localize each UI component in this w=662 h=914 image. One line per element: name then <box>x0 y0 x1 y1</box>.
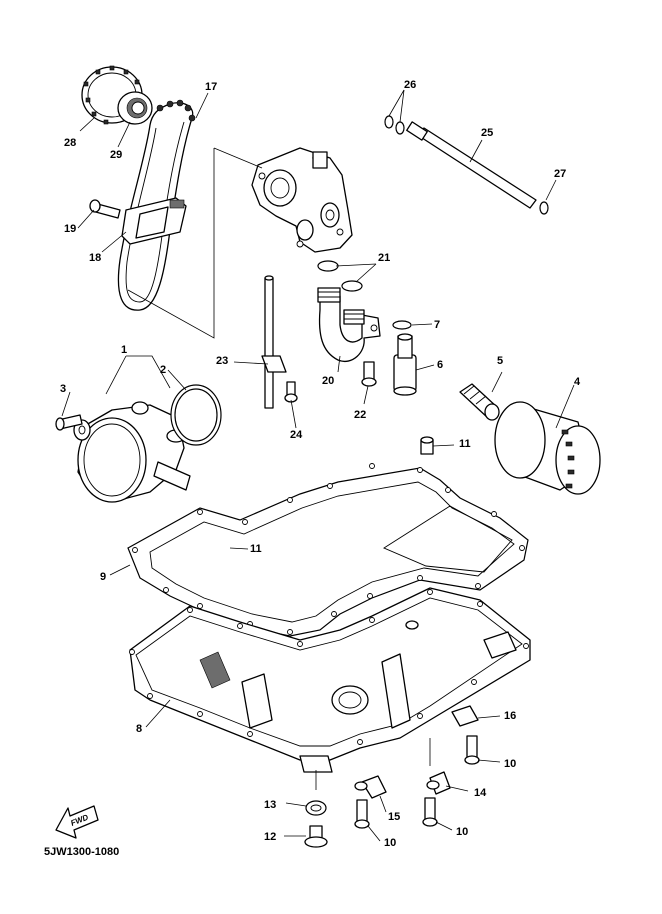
dowel-pin-part-11-upper <box>420 436 434 455</box>
bracket-part-16 <box>451 705 479 727</box>
gasket-ring-part-2 <box>170 384 222 446</box>
oil-level-rod-part-23 <box>261 275 287 409</box>
callout-15: 15 <box>388 811 400 823</box>
callout-5: 5 <box>497 355 503 367</box>
callout-labels: 1 2 3 4 5 6 7 8 9 10 10 10 11 11 12 13 1… <box>60 79 581 849</box>
chain-guide-part-18 <box>121 197 187 245</box>
clamp-part-14 <box>426 771 451 795</box>
leader-lines <box>61 89 575 842</box>
callout-6: 6 <box>437 359 443 371</box>
callout-10-middle: 10 <box>456 826 468 838</box>
callout-14: 14 <box>474 787 487 799</box>
bolt-part-24 <box>284 381 298 403</box>
callout-29: 29 <box>110 149 122 161</box>
callout-4: 4 <box>574 376 581 388</box>
callout-19: 19 <box>64 223 76 235</box>
callout-12: 12 <box>264 831 276 843</box>
ring-part-26 <box>384 115 405 135</box>
ring-part-27 <box>539 201 549 215</box>
callout-13: 13 <box>264 799 276 811</box>
callout-17: 17 <box>205 81 217 93</box>
bolt-part-10-right <box>464 735 480 765</box>
bolt-part-3 <box>55 414 83 431</box>
callout-26: 26 <box>404 79 416 91</box>
bolt-part-22 <box>361 361 377 387</box>
drain-plug-part-12 <box>304 825 328 848</box>
callout-24: 24 <box>290 429 303 441</box>
washer-part-13 <box>305 800 327 816</box>
pump-pointer-lines <box>127 147 263 339</box>
clamp-part-15 <box>354 775 387 799</box>
callout-7: 7 <box>434 319 440 331</box>
diagram-reference-code: 5JW1300-1080 <box>44 846 119 858</box>
callout-22: 22 <box>354 409 366 421</box>
oil-filter-housing-part-1 <box>73 401 191 503</box>
callout-2: 2 <box>160 364 166 376</box>
callout-16: 16 <box>504 710 516 722</box>
callout-21: 21 <box>378 252 390 264</box>
callout-18: 18 <box>89 252 101 264</box>
oil-pump-housing <box>251 147 353 253</box>
bolt-part-10-middle <box>422 797 438 827</box>
bearing-part-29 <box>117 91 153 125</box>
bolt-part-10-left <box>354 799 370 829</box>
oil-pan-gasket-part-9 <box>127 463 529 637</box>
callout-3: 3 <box>60 383 66 395</box>
callout-11-lower: 11 <box>250 543 262 555</box>
callout-9: 9 <box>100 571 106 583</box>
callout-23: 23 <box>216 355 228 367</box>
o-ring-part-7 <box>392 320 412 330</box>
callout-27: 27 <box>554 168 566 180</box>
union-bolt-part-5 <box>459 383 500 421</box>
callout-11-upper: 11 <box>459 438 471 450</box>
callout-28: 28 <box>64 137 76 149</box>
callout-20: 20 <box>322 375 334 387</box>
callout-1: 1 <box>121 344 127 356</box>
oil-pipe-part-20 <box>317 287 381 363</box>
callout-10-left: 10 <box>384 837 396 849</box>
oil-pan-part-8 <box>129 587 531 773</box>
bolt-part-19 <box>89 199 121 219</box>
callout-25: 25 <box>481 127 493 139</box>
callout-10-right: 10 <box>504 758 516 770</box>
oil-filter-cartridge-part-4 <box>494 401 601 495</box>
callout-8: 8 <box>136 723 142 735</box>
relief-valve-part-6 <box>393 333 417 396</box>
shaft-part-25 <box>406 121 537 209</box>
forward-direction-arrow-icon: FWD <box>55 805 99 839</box>
